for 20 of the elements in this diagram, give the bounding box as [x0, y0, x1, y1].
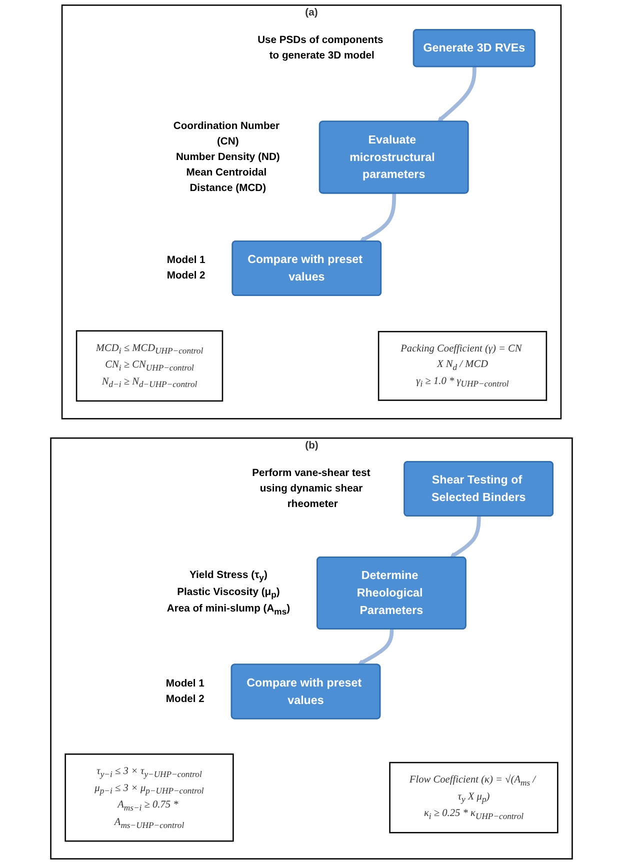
node-label: Model 2: [166, 270, 206, 282]
node-label: Number Density (ND): [176, 151, 280, 162]
node-label: Area of mini-slump (A$_{ms}$): [166, 603, 290, 616]
node-label: Use PSDs of components to generate 3D model: [258, 34, 384, 62]
node-box: Packing Coefficient (γ) = CN X N$_{d}$ / MCD γ$_{i}$ ≥ 1.0 * γ$_{UHP−control}$: [378, 330, 548, 401]
node-box: MCD$_{i}$ ≤ MCD$_{UHP−control}$ CN$_{i}$ ≥ CN$_{UHP−control}$ N$_{d−i}$ ≥ N$_{d−UHP−control}$: [76, 330, 224, 402]
node-label: Plastic Viscosity (μ$_{p}$): [177, 586, 280, 600]
node-label: Yield Stress (τ$_{y}$): [190, 570, 268, 583]
node-label: Model 2: [166, 693, 204, 704]
node-label: Model 1: [166, 254, 206, 266]
node-box: Flow Coefficient (κ) = √(A$_{ms}$ / τ$_{y}$ X μ$_{p}$) κ$_{i}$ ≥ 0.25 * κ$_{UHP−control}$: [389, 762, 558, 834]
node-label: Model 1: [166, 678, 204, 689]
node-box: τ$_{y−i}$ ≤ 3 × τ$_{y−UHP−control}$ μ$_{p−i}$ ≤ 3 × μ$_{p−UHP−control}$ A$_{ms−i}$ ≥ 0.75 * A$_{ms−UHP−control}$: [64, 753, 234, 842]
node-label: Coordination Number (CN): [173, 120, 280, 147]
arrow: [358, 629, 394, 666]
node-label: Mean Centroidal Distance (MCD): [186, 166, 267, 194]
node-label: Perform vane-shear test using dynamic shear rheometer: [252, 467, 370, 510]
arrow: [450, 516, 481, 558]
arrow: [437, 66, 476, 122]
arrow: [359, 193, 396, 242]
